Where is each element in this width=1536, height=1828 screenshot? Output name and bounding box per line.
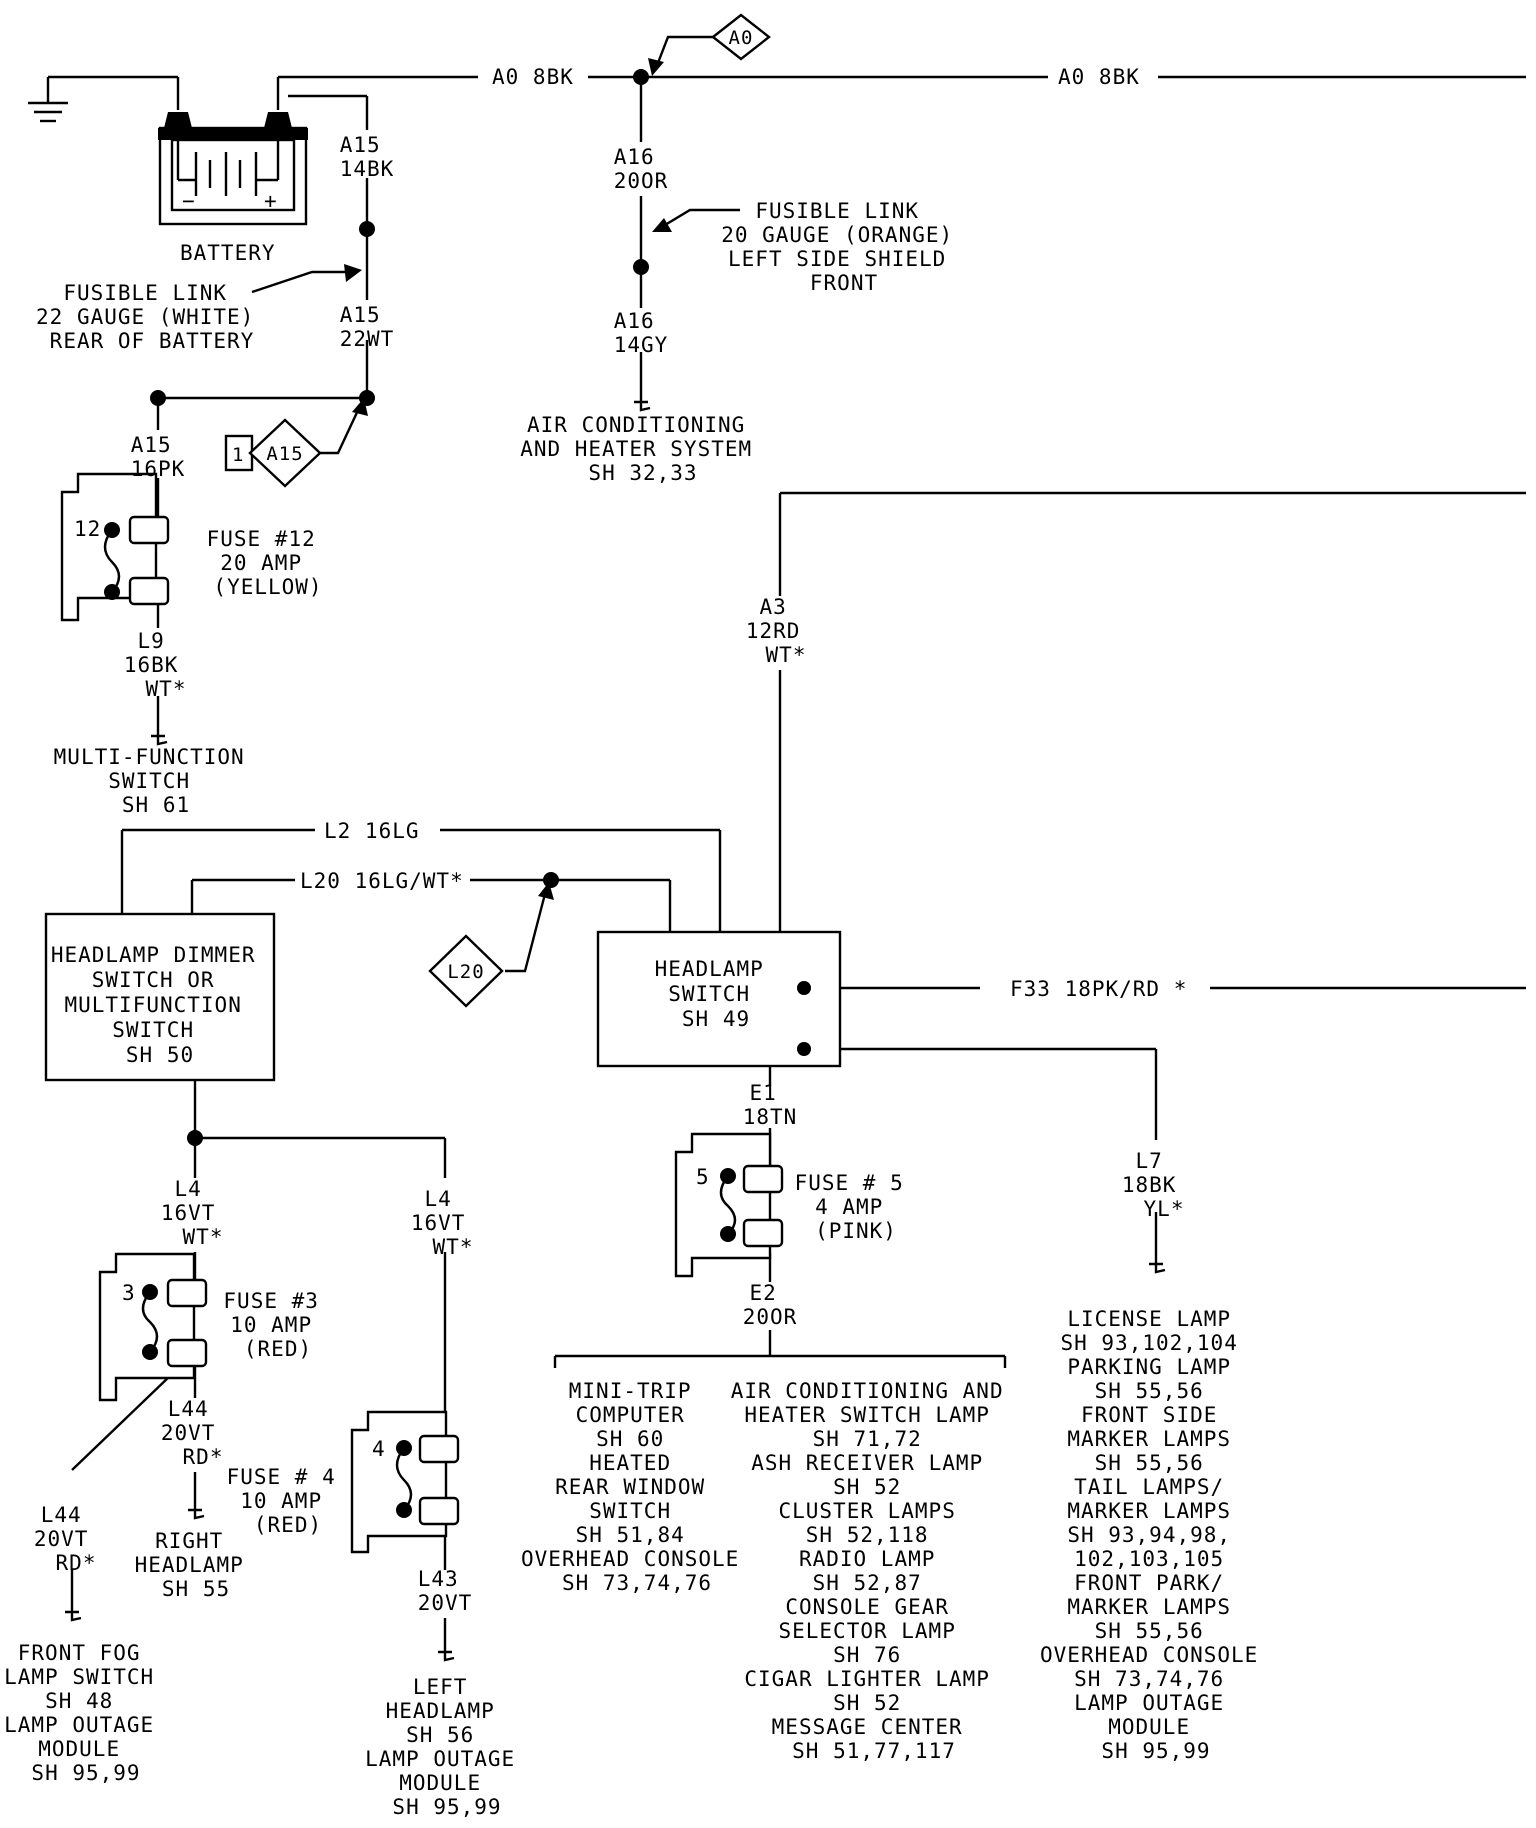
dest-front-fog: FRONT FOG LAMP SWITCH SH 48 LAMP OUTAGE … xyxy=(4,1641,168,1785)
connector-a0-label: A0 xyxy=(729,27,754,49)
wire-a15-bot: A15 16PK xyxy=(131,433,186,481)
svg-text:HEADLAMP DIMMER SWITCH O: HEADLAMP DIMMER SWITCH OR MULTIFUNCTION … xyxy=(51,943,269,1067)
fuse-4: 4 xyxy=(350,1410,460,1554)
dest-mini-trip: MINI-TRIP COMPUTER SH 60 HEATED REAR WIN… xyxy=(521,1379,753,1595)
wire-l20: L20 16LG/WT* xyxy=(300,869,464,893)
fuse-5-label: FUSE # 5 4 AMP (PINK) xyxy=(795,1171,918,1243)
fuse-5-number: 5 xyxy=(696,1165,710,1189)
wire-l9: L9 16BK WT* xyxy=(124,629,192,701)
battery: − + BATTERY xyxy=(158,112,308,265)
svg-text:+: + xyxy=(264,189,278,213)
fusible-link-battery-note: FUSIBLE LINK 22 GAUGE (WHITE) REAR OF BA… xyxy=(36,281,268,353)
notes: FUSIBLE LINK 22 GAUGE (WHITE) REAR OF BA… xyxy=(36,199,967,353)
fuse-4-number: 4 xyxy=(372,1437,386,1461)
dest-multi-function: MULTI-FUNCTION SWITCH SH 61 xyxy=(54,745,259,817)
wire-l2: L2 16LG xyxy=(324,819,420,843)
fuse-12-number: 12 xyxy=(74,517,101,541)
dest-license-lamp: LICENSE LAMP SH 93,102,104 PARKING LAMP … xyxy=(1040,1307,1272,1763)
fuse-12-label: FUSE #12 20 AMP (YELLOW) xyxy=(207,527,330,599)
dest-air-conditioning: AIR CONDITIONING AND HEATER SYSTEM SH 32… xyxy=(520,413,766,485)
fuse-3: 3 xyxy=(98,1252,208,1402)
battery-label: BATTERY xyxy=(180,241,276,265)
connector-a15-sheet: 1 xyxy=(232,444,244,466)
dest-left-headlamp: LEFT HEADLAMP SH 56 LAMP OUTAGE MODULE S… xyxy=(365,1675,529,1819)
connector-l20: L20 xyxy=(428,934,504,1008)
wire-a0-right: A0 8BK xyxy=(1058,65,1140,89)
fuse-3-number: 3 xyxy=(122,1281,136,1305)
connector-a15-label: A15 xyxy=(266,443,303,465)
wires xyxy=(28,75,1526,1650)
wire-l4-left: L4 16VT WT* xyxy=(161,1177,229,1249)
headlamp-dimmer-switch: HEADLAMP DIMMER SWITCH OR MULTIFUNCTION … xyxy=(44,912,276,1082)
wire-a16-top: A16 20OR xyxy=(614,145,669,193)
connector-a15: 1 A15 xyxy=(224,418,322,488)
fuse-labels: FUSE #12 20 AMP (YELLOW) FUSE # 5 4 AMP … xyxy=(207,527,918,1537)
connector-l20-label: L20 xyxy=(447,961,484,983)
wire-l7: L7 18BK YL* xyxy=(1122,1149,1190,1221)
wire-a16-bottom: A16 14GY xyxy=(614,309,669,357)
fusible-link-front-note: FUSIBLE LINK 20 GAUGE (ORANGE) LEFT SIDE… xyxy=(721,199,967,295)
wire-f33: F33 18PK/RD * xyxy=(1010,977,1187,1001)
destinations: AIR CONDITIONING AND HEATER SYSTEM SH 32… xyxy=(4,413,1272,1819)
wire-a3: A3 12RD WT* xyxy=(746,595,814,667)
wire-l44-b: L44 20VT RD* xyxy=(161,1397,229,1469)
wire-e1: E1 18TN xyxy=(743,1081,798,1129)
wire-l43: L43 20VT xyxy=(418,1567,473,1615)
fuse-5: 5 xyxy=(674,1132,784,1278)
fuse-3-label: FUSE #3 10 AMP (RED) xyxy=(223,1289,332,1361)
wire-labels: A0 8BK A0 8BK A16 20OR A16 14GY A15 14BK… xyxy=(34,65,1190,1615)
svg-text:−: − xyxy=(182,189,196,213)
svg-text:HEADLAMP SWITCH SH: HEADLAMP SWITCH SH 49 xyxy=(655,957,778,1031)
dest-right-headlamp: RIGHT HEADLAMP SH 55 xyxy=(135,1529,258,1601)
wire-e2: E2 20OR xyxy=(743,1281,798,1329)
sheet-ref-marks xyxy=(65,400,1166,1662)
dest-ac-heater-lamp: AIR CONDITIONING AND HEATER SWITCH LAMP … xyxy=(731,1379,1018,1763)
wire-a0-left: A0 8BK xyxy=(492,65,574,89)
wire-l44-a: L44 20VT RD* xyxy=(34,1503,102,1575)
connector-a0: A0 xyxy=(711,13,771,61)
wire-a15-mid: A15 22WT xyxy=(340,303,395,351)
fuse-12: 12 xyxy=(60,472,170,622)
wire-a15-top: A15 14BK xyxy=(340,133,395,181)
fuse-4-label: FUSE # 4 10 AMP (RED) xyxy=(227,1465,350,1537)
wire-l4-right: L4 16VT WT* xyxy=(411,1187,479,1259)
